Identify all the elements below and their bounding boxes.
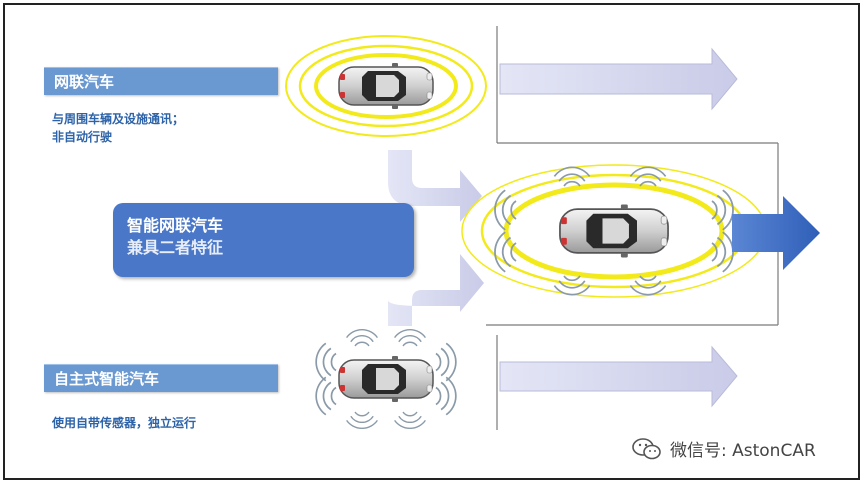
output-arrow — [732, 196, 820, 270]
wechat-icon — [632, 437, 662, 461]
autonomous-car-icon — [339, 356, 433, 402]
connected-car-desc: 与周围车辆及设施通讯； 非自动行驶 — [52, 110, 184, 146]
autonomous-car-label: 自主式智能汽车 — [44, 364, 278, 392]
bottom-flow-arrow — [500, 347, 737, 406]
connected-car-desc-line1: 与周围车辆及设施通讯； — [52, 110, 184, 128]
watermark: 微信号: AstonCAR — [632, 436, 816, 461]
smart-car-icon — [560, 205, 668, 258]
watermark-text: 微信号: AstonCAR — [670, 436, 816, 461]
connected-car-desc-line2: 非自动行驶 — [52, 128, 184, 146]
autonomous-car-desc: 使用自带传感器，独立运行 — [52, 414, 196, 432]
top-flow-arrow — [500, 49, 737, 109]
smart-connected-car-title: 智能网联汽车 — [127, 215, 414, 237]
connected-car-icon — [339, 63, 433, 109]
smart-connected-car-box: 智能网联汽车 兼具二者特征 — [113, 203, 414, 277]
connected-car-label: 网联汽车 — [44, 67, 278, 95]
smart-connected-car-subtitle: 兼具二者特征 — [127, 237, 414, 259]
